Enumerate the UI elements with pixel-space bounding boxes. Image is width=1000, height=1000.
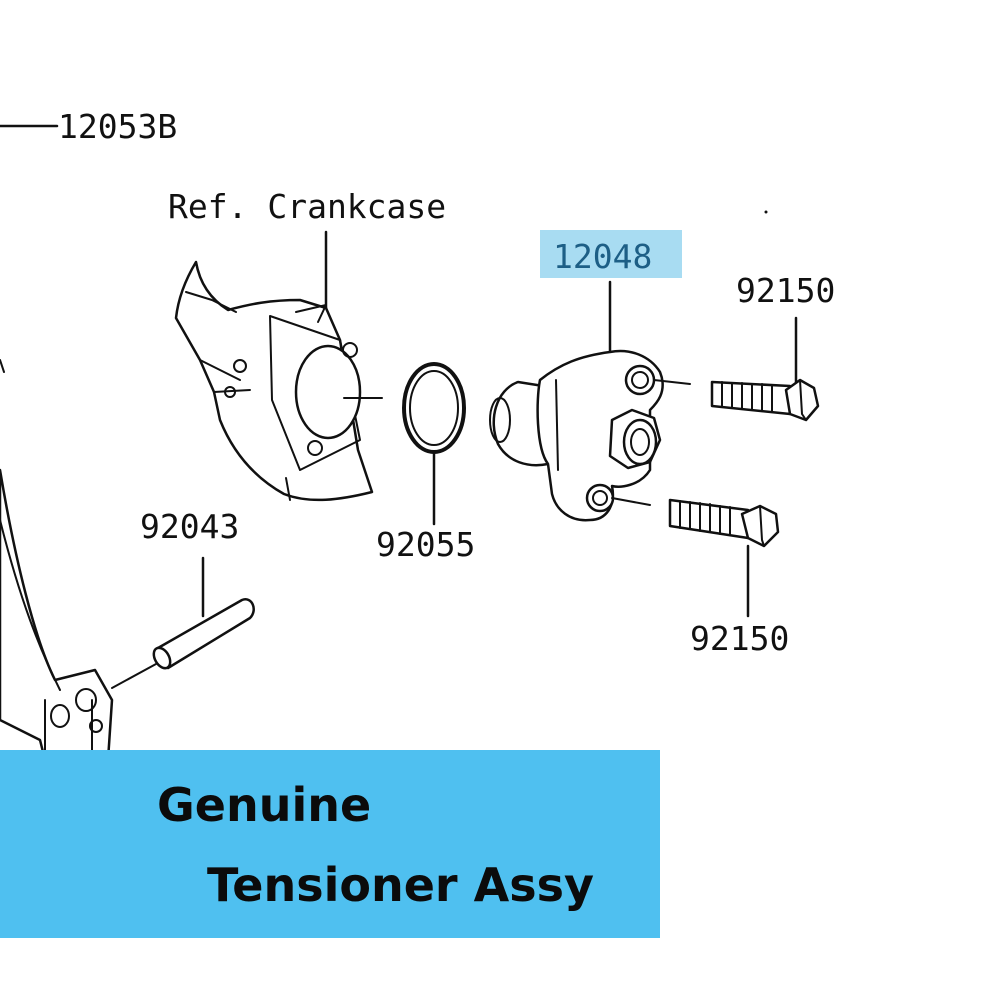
- label-ref-crankcase: Ref. Crankcase: [168, 187, 446, 226]
- banner-genuine-text: Genuine: [157, 778, 372, 832]
- bolt-92150-top: [710, 378, 820, 422]
- o-ring-92055: [402, 362, 466, 454]
- crankcase-part: [174, 260, 383, 502]
- scan-speck: [764, 210, 768, 214]
- label-92055: 92055: [376, 525, 475, 564]
- bolt-92150-bottom: [668, 498, 780, 548]
- label-92043: 92043: [140, 507, 239, 546]
- chain-guide-part: [0, 359, 114, 800]
- tensioner-assy-part: [489, 349, 691, 522]
- part-number-highlight: [540, 230, 682, 278]
- label-92150-bottom: 92150: [690, 619, 789, 658]
- label-12053b: 12053B: [58, 107, 177, 146]
- product-banner: Genuine Tensioner Assy: [0, 750, 660, 938]
- label-12048: 12048: [553, 237, 652, 276]
- dowel-pin-92043: [111, 598, 255, 689]
- banner-product-name: Tensioner Assy: [207, 858, 594, 912]
- o-ring-inner-edge: [409, 370, 459, 446]
- label-92150-top: 92150: [736, 271, 835, 310]
